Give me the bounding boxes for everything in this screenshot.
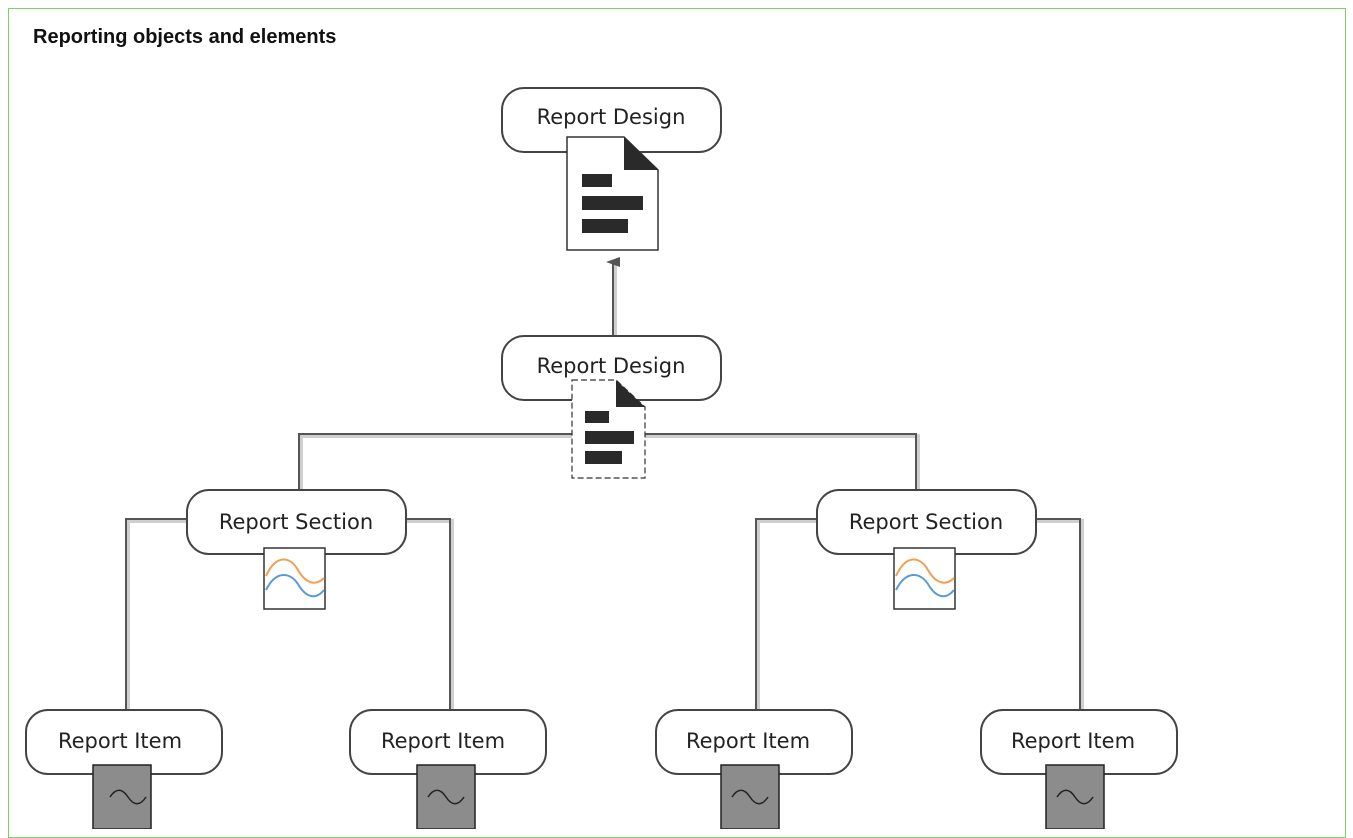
node-label: Report Item [686, 729, 810, 753]
wave-icon [92, 764, 152, 829]
node-label: Report Section [849, 510, 1003, 534]
node-label: Report Section [219, 510, 373, 534]
node-report-item-1: Report Item [25, 709, 223, 775]
connector-section-right-item-4 [1036, 518, 1081, 710]
document-icon [571, 379, 646, 479]
document-icon [566, 136, 659, 251]
connectors [125, 257, 1084, 710]
node-report-item-4: Report Item [980, 709, 1178, 775]
connector-section-left-item-2 [405, 518, 451, 710]
node-report-section-left: Report Section [186, 489, 407, 555]
node-label: Report Item [381, 729, 505, 753]
connector-section-right-item-3 [755, 518, 819, 710]
node-report-item-3: Report Item [655, 709, 853, 775]
node-label: Report Design [537, 105, 686, 129]
wave-icon [720, 764, 780, 829]
connector-section-left-item-1 [125, 518, 189, 710]
node-label: Report Item [58, 729, 182, 753]
node-mid-report-design: Report Design [501, 335, 722, 401]
node-top-report-design: Report Design [501, 87, 722, 153]
node-label: Report Item [1011, 729, 1135, 753]
wave-icon [1045, 764, 1105, 829]
wave-icon [416, 764, 476, 829]
node-report-section-right: Report Section [816, 489, 1037, 555]
line-chart-icon [263, 547, 326, 610]
line-chart-icon [893, 547, 956, 610]
node-label: Report Design [537, 354, 686, 378]
diagram-title: Reporting objects and elements [33, 26, 337, 48]
